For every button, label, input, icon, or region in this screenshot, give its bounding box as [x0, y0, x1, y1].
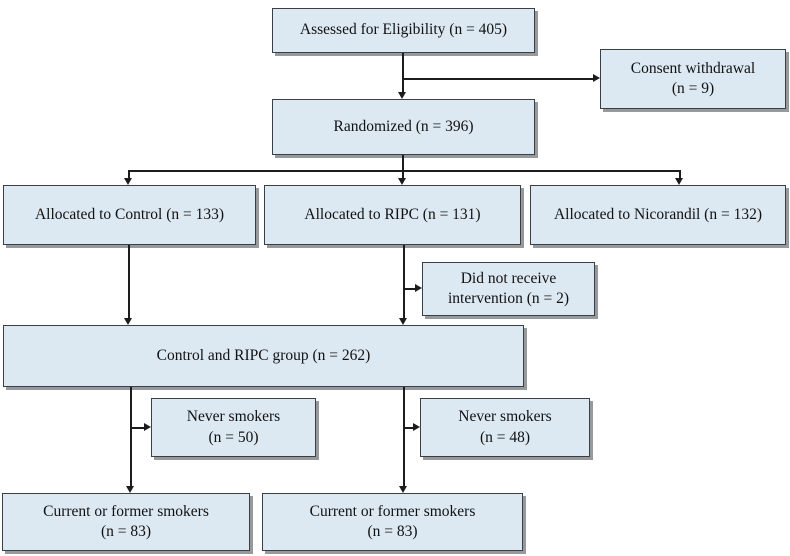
edge-ripc-group-line — [403, 245, 405, 319]
edge-assessed-randomized-line — [402, 53, 404, 93]
edge-branch-ripc-arrowhead — [398, 178, 406, 185]
node-allocated-control: Allocated to Control (n = 133) — [3, 185, 256, 245]
edge-control-group-arrowhead — [124, 318, 132, 325]
node-current-former-smokers-right: Current or former smokers (n = 83) — [262, 493, 523, 551]
node-allocated-ripc: Allocated to RIPC (n = 131) — [264, 185, 521, 245]
node-assessed-for-eligibility: Assessed for Eligibility (n = 405) — [272, 8, 535, 53]
node-label: Allocated to Control (n = 133) — [34, 205, 225, 223]
edge-assessed-consent-arrowhead — [593, 74, 600, 82]
node-allocated-nicorandil: Allocated to Nicorandil (n = 132) — [530, 185, 786, 245]
node-label-line1: Did not receive — [460, 269, 557, 287]
edge-randomized-branch-bar — [128, 170, 680, 172]
node-randomized: Randomized (n = 396) — [272, 99, 535, 155]
node-label-line1: Never smokers — [458, 408, 552, 426]
edge-assessed-consent-line — [403, 78, 593, 80]
edge-branch-ripc-line — [402, 170, 404, 179]
edge-group-neverright-arrowhead — [413, 423, 420, 431]
node-label: Allocated to RIPC (n = 131) — [304, 205, 481, 223]
edge-ripc-group-arrowhead — [399, 318, 407, 325]
node-label: Allocated to Nicorandil (n = 132) — [553, 205, 763, 223]
edge-group-neverright-line — [403, 427, 414, 429]
node-label: Assessed for Eligibility (n = 405) — [299, 21, 508, 39]
edge-control-group-line — [128, 245, 130, 319]
edge-randomized-stem-line — [402, 155, 404, 171]
node-never-smokers-left: Never smokers (n = 50) — [151, 398, 316, 457]
edge-group-smokersleft-line — [130, 387, 132, 487]
edge-branch-control-line — [128, 170, 130, 179]
node-label-line1: Current or former smokers — [309, 502, 476, 520]
edge-assessed-randomized-arrowhead — [398, 92, 406, 99]
node-label: Randomized (n = 396) — [333, 117, 474, 135]
node-label-line2: (n = 9) — [671, 80, 715, 97]
edge-ripc-nointervention-arrowhead — [415, 284, 422, 292]
edge-group-smokersleft-arrowhead — [126, 486, 134, 493]
edge-branch-nicorandil-line — [679, 170, 681, 179]
node-label-line2: intervention (n = 2) — [447, 290, 570, 307]
edge-ripc-nointervention-line — [403, 288, 416, 290]
node-never-smokers-right: Never smokers (n = 48) — [420, 398, 590, 457]
edge-group-smokersright-line — [403, 387, 405, 487]
node-consent-withdrawal: Consent withdrawal (n = 9) — [600, 49, 786, 109]
edge-group-neverleft-arrowhead — [144, 423, 151, 431]
node-label-line1: Consent withdrawal — [630, 59, 756, 77]
edge-group-smokersright-arrowhead — [399, 486, 407, 493]
node-label-line2: (n = 83) — [100, 523, 152, 540]
node-control-and-ripc-group: Control and RIPC group (n = 262) — [3, 325, 524, 387]
node-current-former-smokers-left: Current or former smokers (n = 83) — [2, 493, 250, 551]
node-label-line2: (n = 50) — [208, 428, 259, 446]
node-did-not-receive-intervention: Did not receive intervention (n = 2) — [422, 262, 595, 316]
edge-group-neverleft-line — [130, 427, 145, 429]
edge-branch-control-arrowhead — [124, 178, 132, 185]
edge-branch-nicorandil-arrowhead — [675, 178, 683, 185]
node-label-line2: (n = 48) — [479, 428, 531, 446]
node-label-line1: Never smokers — [186, 408, 281, 426]
node-label: Control and RIPC group (n = 262) — [156, 346, 371, 364]
node-label-line2: (n = 83) — [367, 523, 418, 540]
node-label-line1: Current or former smokers — [43, 502, 209, 520]
